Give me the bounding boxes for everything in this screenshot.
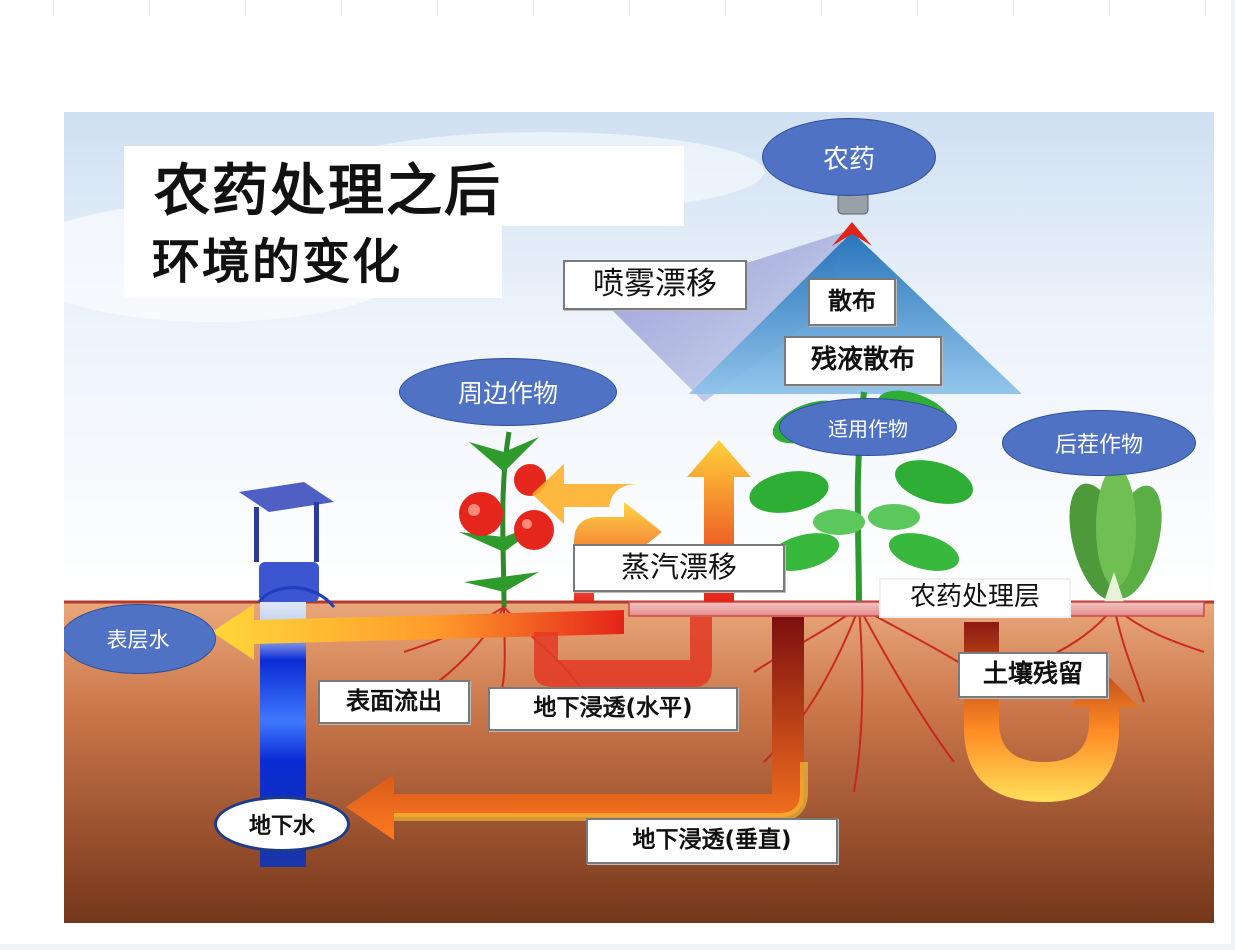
page-bottom-edge	[0, 944, 1235, 950]
treatment-layer-label: 农药处理层	[879, 578, 1071, 618]
tomato-plant	[459, 431, 554, 608]
nozzle-tip	[832, 222, 872, 246]
top-ruler	[0, 0, 1235, 16]
surface-runoff-label: 表面流出	[318, 680, 470, 724]
volatilization-arrow	[687, 440, 751, 602]
succeeding-crops-node: 后茬作物	[1002, 410, 1196, 476]
well	[239, 482, 336, 608]
bok-choy-plant	[1069, 467, 1162, 602]
soil-residue-label: 土壤残留	[958, 652, 1108, 698]
diagram-title-line2: 环境的变化	[124, 226, 502, 298]
subsurface-vertical-label: 地下浸透(垂直)	[586, 818, 838, 864]
surrounding-crops-node: 周边作物	[399, 358, 617, 426]
spray-drift-wedge	[609, 232, 844, 402]
surface-water-arrow	[212, 604, 624, 660]
residual-dispersal-label: 残液散布	[784, 336, 942, 386]
vapor-drift-arrow-horizontal	[532, 464, 639, 524]
dispersal-label: 散布	[808, 278, 896, 326]
surface-water-node: 表层水	[64, 604, 216, 674]
page-edge	[1231, 0, 1235, 950]
pesticide-environment-diagram: 农药处理之后 环境的变化 农药 周边作物 适用作物 后茬作物 表层水 喷雾漂移 …	[64, 112, 1214, 923]
diagram-title-line1: 农药处理之后	[124, 146, 684, 226]
subsurface-horizontal-label: 地下浸透(水平)	[488, 687, 738, 731]
spray-drift-label: 喷雾漂移	[563, 260, 747, 310]
groundwater-node: 地下水	[214, 796, 350, 852]
vapor-drift-label: 蒸汽漂移	[573, 544, 785, 592]
target-crops-node: 适用作物	[779, 398, 957, 456]
subsurface-vertical-arrow	[346, 617, 804, 840]
subsurface-horizontal-arrow	[534, 617, 712, 687]
pesticide-node: 农药	[762, 118, 936, 196]
soil-residue-arrow	[964, 622, 1139, 802]
vapor-drift-arrow	[574, 502, 662, 602]
